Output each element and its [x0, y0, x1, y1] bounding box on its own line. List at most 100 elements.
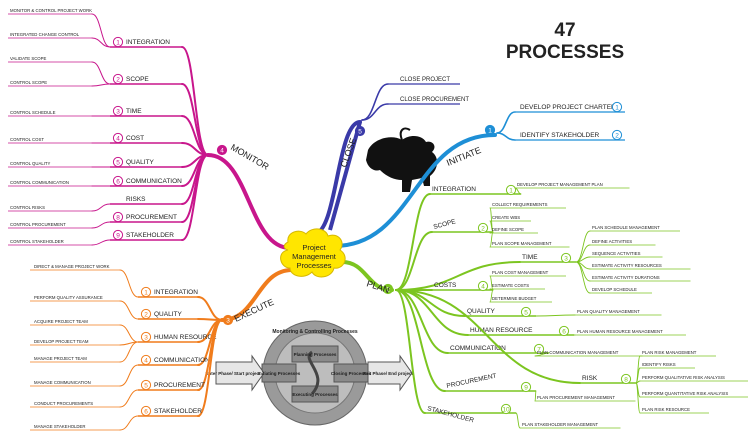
plan-sub-9-number-circle — [500, 403, 512, 415]
execute-sub-4-number-circle — [140, 379, 152, 391]
plan-sub-0-number-circle — [505, 184, 517, 196]
monitor-sub-8-number-circle — [112, 229, 124, 241]
plan-leaf-line-4-0 — [535, 314, 576, 317]
monitor-sub-1-number: 2 — [116, 76, 120, 83]
monitor-number-badge: 4 — [220, 147, 224, 154]
execute-leaf-line-2-0 — [119, 324, 139, 343]
plan-leaf-0-0: DEVELOP PROJECT MANAGEMENT PLAN — [517, 182, 603, 187]
close-number-badge: 5 — [358, 128, 362, 135]
plan-leaf-line-9-0 — [515, 412, 521, 429]
monitor-label: MONITOR — [229, 142, 271, 172]
plan-number-badge-circle — [382, 283, 394, 295]
monitor-sub-2-name: TIME — [126, 108, 142, 115]
plan-sub-2-number-circle — [560, 252, 572, 264]
monitor-sub-branch-7 — [181, 154, 209, 223]
plan-sub-4-number-circle — [520, 306, 532, 318]
execute-sub-0-number: 1 — [144, 289, 148, 296]
plan-leaf-2-2: SEQUENCE ACTIVITIES — [592, 251, 641, 256]
execute-leaf-3-0: MANAGE COMMUNICATION — [34, 380, 91, 385]
execute-sub-5-number-circle — [140, 405, 152, 417]
plan-number-badge: 2 — [386, 286, 390, 293]
monitor-sub-7-name: PROCUREMENT — [126, 214, 177, 221]
plan-sub-0-name: INTEGRATION — [432, 186, 476, 193]
plan-sub-7-number: 8 — [624, 376, 628, 383]
plan-sub-5-number: 6 — [562, 328, 566, 335]
monitor-leaf-8-0: CONTROL STAKEHOLDER — [10, 239, 64, 244]
close-leaf-line-1 — [361, 103, 389, 121]
plan-leaf-5-0: PLAN HUMAN RESOURCE MANAGEMENT — [577, 329, 663, 334]
execute-leaf-2-2: MANAGE PROJECT TEAM — [34, 356, 87, 361]
plan-sub-1-number-circle — [477, 222, 489, 234]
close-leaf-line-0 — [361, 83, 389, 121]
monitor-leaf-line-1-0 — [91, 61, 111, 85]
plan-sub-3-number-circle — [477, 280, 489, 292]
plan-leaf-3-0: PLAN COST MANAGEMENT — [492, 270, 549, 275]
center-line-2: Management — [292, 252, 337, 261]
monitor-sub-branch-0 — [181, 46, 209, 156]
monitor-sub-5-number-circle — [112, 175, 124, 187]
plan-sub-9-name: STAKEHOLDER — [426, 405, 474, 424]
cycle-executing: Executing Processes — [292, 392, 338, 397]
execute-leaf-line-2-2 — [119, 341, 139, 363]
plan-sub-branch-2 — [395, 261, 521, 291]
initiate-number-badge-circle — [484, 124, 496, 136]
initiate-leaf-0: DEVELOP PROJECT CHARTER — [520, 104, 616, 111]
monitor-leaf-line-0-1 — [91, 37, 111, 48]
monitor-leaf-line-8-0 — [91, 239, 111, 246]
execute-sub-4-number: 5 — [144, 382, 148, 389]
execute-sub-3-number: 4 — [144, 357, 148, 364]
execute-leaf-0-0: DIRECT & MANAGE PROJECT WORK — [34, 264, 110, 269]
execute-sub-3-name: COMMUNICATION — [154, 357, 210, 364]
plan-leaf-7-1: IDENTIFY RISKS — [642, 362, 676, 367]
close-leaf-0: CLOSE PROJECT — [400, 77, 450, 83]
plan-sub-2-number: 3 — [564, 255, 568, 262]
plan-leaf-7-3: PERFORM QUANTITATIVE RISK ANALYSIS — [642, 391, 728, 396]
execute-sub-2-name: HUMAN RESOURCE — [154, 334, 217, 341]
plan-leaf-3-1: ESTIMATE COSTS — [492, 283, 529, 288]
monitor-sub-3-number-circle — [112, 132, 124, 144]
plan-sub-7-number-circle — [620, 373, 632, 385]
monitor-sub-0-number: 1 — [116, 39, 120, 46]
monitor-leaf-line-0-0 — [91, 13, 111, 48]
plan-sub-branch-9 — [395, 289, 426, 414]
plan-leaf-2-1: DEFINE ACTIVITIES — [592, 239, 632, 244]
headline: 47 PROCESSES — [480, 20, 650, 64]
plan-sub-5-number-circle — [558, 325, 570, 337]
cycle-title: Monitoring & Controlling Processes — [272, 329, 358, 335]
monitor-sub-branch-8 — [181, 154, 209, 241]
plan-leaf-line-1-3 — [489, 231, 494, 248]
plan-sub-2-name: TIME — [522, 254, 538, 261]
execute-number-badge-circle — [222, 314, 234, 326]
plan-sub-3-name: COSTS — [434, 282, 457, 289]
plan-label: PLAN — [365, 278, 390, 295]
monitor-leaf-2-0: CONTROL SCHEDULE — [10, 110, 56, 115]
monitor-sub-3-number: 4 — [116, 135, 120, 142]
execute-leaf-line-4-0 — [119, 389, 139, 408]
monitor-sub-1-number-circle — [112, 73, 124, 85]
execute-sub-1-name: QUALITY — [154, 311, 182, 318]
execute-sub-4-name: PROCUREMENT — [154, 382, 205, 389]
monitor-leaf-line-1-1 — [91, 83, 111, 87]
plan-leaf-7-4: PLAN RISK RESOURCE — [642, 407, 690, 412]
plan-leaf-6-0: PLAN COMMUNICATION MANAGEMENT — [537, 350, 619, 355]
cycle-planning: Planning Processes — [294, 352, 337, 357]
headline-label: PROCESSES — [505, 42, 625, 63]
execute-leaf-4-0: CONDUCT PROCUREMENTS — [34, 401, 93, 406]
monitor-sub-1-name: SCOPE — [126, 76, 149, 83]
execute-leaf-line-5-0 — [119, 415, 139, 431]
plan-sub-4-name: QUALITY — [467, 308, 495, 315]
execute-sub-3-number-circle — [140, 354, 152, 366]
headline-count: 47 — [554, 20, 576, 41]
execute-leaf-line-3-0 — [119, 364, 139, 387]
plan-sub-6-number: 7 — [537, 346, 541, 353]
initiate-main-branch — [332, 133, 497, 248]
monitor-sub-0-name: INTEGRATION — [126, 39, 170, 46]
plan-leaf-2-3: ESTIMATE ACTIVITY RESOURCES — [592, 263, 662, 268]
execute-sub-0-number-circle — [140, 286, 152, 298]
execute-sub-2-number-circle — [140, 331, 152, 343]
cycle-initiating: Initiating Processes — [258, 371, 301, 376]
execute-sub-1-number-circle — [140, 308, 152, 320]
plan-sub-9-number: 10 — [502, 406, 510, 413]
plan-leaf-1-2: DEFINE SCOPE — [492, 227, 524, 232]
